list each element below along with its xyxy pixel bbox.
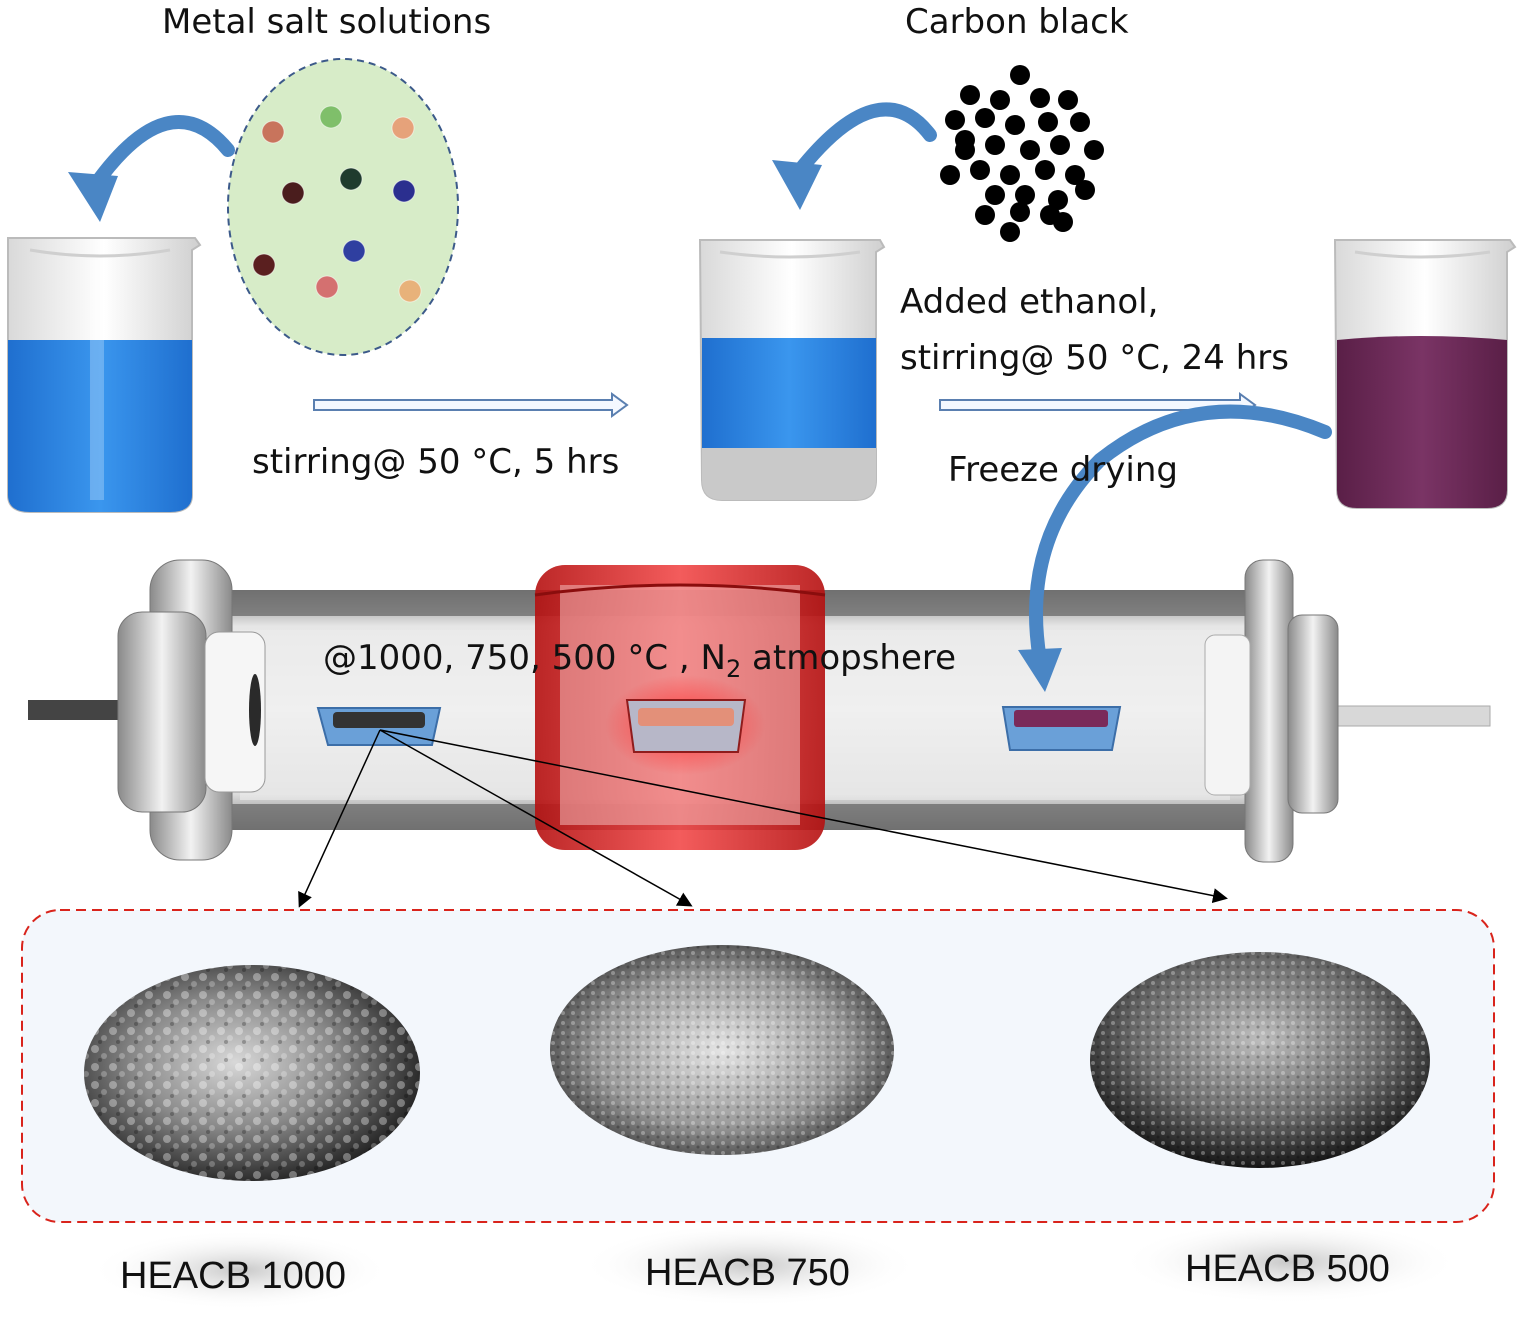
- metal-ion-particle: [281, 181, 305, 205]
- carbon-particle: [985, 135, 1005, 155]
- carbon-particle: [1070, 112, 1090, 132]
- carbon-particle: [975, 108, 995, 128]
- carbon-particle: [1030, 88, 1050, 108]
- carbon-particle: [940, 165, 960, 185]
- sem-image-1000: [84, 965, 420, 1181]
- curved-arrow-icon: [1018, 404, 1332, 692]
- metal-ion-particle: [342, 239, 366, 263]
- sem-image-750: [550, 945, 894, 1155]
- tube-conditions-text: @1000, 750, 500 °C , N: [323, 638, 726, 678]
- tube-conditions-subscript: 2: [725, 654, 742, 683]
- sample-boat-center: [605, 675, 765, 775]
- process-arrow-1: [313, 392, 629, 418]
- carbon-particle: [1084, 140, 1104, 160]
- beaker-blue-1: [7, 237, 202, 513]
- sample-boat-right: [1001, 706, 1122, 751]
- metal-ion-particle: [261, 120, 285, 144]
- carbon-black-particles: [940, 65, 1104, 242]
- carbon-particle: [1050, 135, 1070, 155]
- metal-salt-bubble: [227, 58, 459, 356]
- sample-boat-left: [316, 707, 442, 746]
- left-flange: [117, 559, 266, 861]
- carbon-particle: [1015, 185, 1035, 205]
- label-tube-conditions: @1000, 750, 500 °C , N2 atmopshere: [323, 638, 956, 683]
- beaker-blue-2: [698, 239, 886, 501]
- carbon-particle: [1035, 160, 1055, 180]
- carbon-particle: [1000, 222, 1020, 242]
- metal-ion-particle: [391, 116, 415, 140]
- label-carbon-black: Carbon black: [905, 2, 1129, 42]
- metal-ion-particle: [252, 253, 276, 277]
- carbon-particle: [1038, 112, 1058, 132]
- caption-heacb-750: HEACB 750: [645, 1252, 850, 1294]
- carbon-particle: [1065, 165, 1085, 185]
- carbon-particle: [1053, 212, 1073, 232]
- curved-arrow-icon: [772, 102, 937, 210]
- metal-ion-particle: [319, 105, 343, 129]
- carbon-particle: [975, 205, 995, 225]
- caption-shadow: [90, 1230, 390, 1310]
- sem-image-500: [1090, 952, 1430, 1168]
- right-flange: [1204, 559, 1339, 863]
- carbon-particle: [1000, 165, 1020, 185]
- right-rod: [1329, 705, 1491, 727]
- metal-ion-particle: [339, 167, 363, 191]
- caption-shadow: [580, 1223, 920, 1307]
- label-freeze-drying: Freeze drying: [948, 450, 1178, 490]
- carbon-particle: [1005, 115, 1025, 135]
- carbon-particle: [1010, 65, 1030, 85]
- carbon-particle: [990, 90, 1010, 110]
- carbon-particle: [1058, 90, 1078, 110]
- label-stirring-24h: stirring@ 50 °C, 24 hrs: [900, 338, 1289, 378]
- carbon-particle: [955, 130, 975, 150]
- carbon-particle: [1020, 140, 1040, 160]
- caption-heacb-500: HEACB 500: [1185, 1248, 1390, 1290]
- label-added-ethanol: Added ethanol,: [900, 282, 1159, 322]
- carbon-particle: [1075, 180, 1095, 200]
- curved-arrow-icon: [68, 115, 235, 222]
- carbon-particle: [1048, 190, 1068, 210]
- metal-ion-particle: [392, 179, 416, 203]
- tube-conditions-suffix: atmopshere: [741, 638, 957, 678]
- metal-ion-particle: [315, 275, 339, 299]
- label-stirring-5h: stirring@ 50 °C, 5 hrs: [252, 442, 620, 482]
- carbon-particle: [960, 85, 980, 105]
- left-rod: [28, 700, 128, 720]
- carbon-particle: [945, 110, 965, 130]
- caption-heacb-1000: HEACB 1000: [120, 1255, 347, 1297]
- metal-ion-particle: [398, 279, 422, 303]
- carbon-particle: [1010, 202, 1030, 222]
- carbon-particle: [970, 160, 990, 180]
- beaker-purple: [1333, 239, 1517, 509]
- caption-shadow: [1120, 1220, 1460, 1304]
- label-metal-salt-solutions: Metal salt solutions: [162, 2, 492, 42]
- carbon-particle: [985, 185, 1005, 205]
- pointer-arrows: [298, 729, 1228, 908]
